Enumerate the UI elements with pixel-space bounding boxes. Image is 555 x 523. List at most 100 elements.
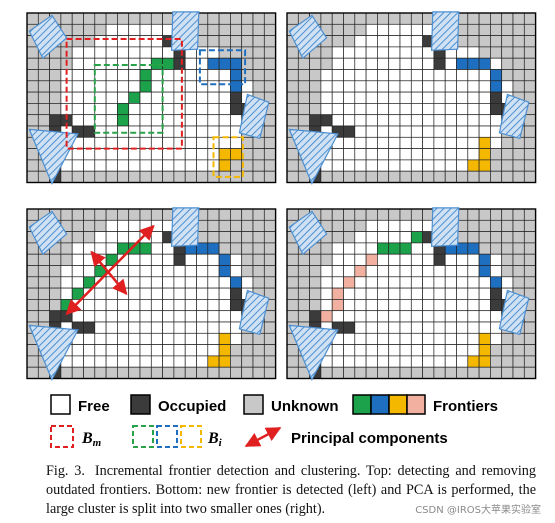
grid-cell-unknown [512, 80, 525, 93]
grid-cell-free [433, 159, 446, 172]
grid-cell-free [117, 344, 130, 357]
grid-cell-free [467, 276, 480, 289]
grid-cell-free [377, 80, 390, 93]
grid-cell-unknown [218, 208, 231, 221]
grid-cell-free [331, 310, 344, 323]
grid-cell-free [467, 310, 480, 323]
grid-cell-occupied [309, 310, 322, 323]
grid-cell-free [117, 80, 130, 93]
grid-cell-free [388, 219, 401, 232]
grid-cell-free [377, 344, 390, 357]
grid-cell-free [94, 321, 107, 334]
grid-cell-free [444, 148, 457, 161]
grid-cell-free [150, 231, 163, 244]
grid-cell-free [173, 114, 186, 127]
grid-cell-unknown [286, 159, 299, 172]
grid-cell-unknown [218, 366, 231, 379]
grid-cell-unknown [26, 310, 39, 323]
grid-cell-unknown [49, 276, 62, 289]
grid-cell-free [433, 310, 446, 323]
grid-cell-unknown [263, 208, 276, 221]
grid-cell-free [399, 287, 412, 300]
grid-cell-unknown [139, 12, 152, 25]
grid-cell-free [139, 23, 152, 36]
grid-cell-unknown [490, 366, 503, 379]
grid-cell-free [444, 332, 457, 345]
grid-cell-free [331, 80, 344, 93]
grid-cell-unknown [501, 35, 514, 48]
grid-cell-free [365, 69, 378, 82]
grid-cell-free [184, 148, 197, 161]
grid-cell-unknown [478, 23, 491, 36]
grid-cell-free [343, 136, 356, 149]
obstacle-bottom-left [288, 324, 339, 382]
grid-cell-free [207, 253, 220, 266]
grid-cell-free [196, 299, 209, 312]
bounding-box-cluster [212, 136, 244, 178]
grid-cell-unknown [309, 253, 322, 266]
grid-cell-free [444, 159, 457, 172]
grid-cell-free [456, 310, 469, 323]
grid-cell-free [343, 299, 356, 312]
grid-cell-free [343, 253, 356, 266]
grid-cell-free [399, 321, 412, 334]
grid-cell-free [444, 91, 457, 104]
grid-cell-unknown [343, 219, 356, 232]
grid-cell-unknown [297, 265, 310, 278]
grid-cell-free [117, 299, 130, 312]
grid-cell-unknown [512, 148, 525, 161]
grid-cell-free [162, 287, 175, 300]
obstacle-right [238, 93, 270, 140]
grid-cell-free [207, 265, 220, 278]
grid-cell-unknown [105, 170, 118, 183]
grid-cell-free [184, 265, 197, 278]
grid-cell-free [105, 299, 118, 312]
grid-cell-free [139, 332, 152, 345]
grid-cell-unknown [241, 23, 254, 36]
grid-cell-free [196, 310, 209, 323]
grid-cell-free [399, 136, 412, 149]
grid-cell-free [399, 253, 412, 266]
grid-cell-occupied [173, 253, 186, 266]
legend-unknown-label: Unknown [271, 398, 339, 415]
grid-cell-unknown [71, 12, 84, 25]
obstacle-bottom-left [28, 324, 79, 382]
grid-cell-unknown [252, 35, 265, 48]
grid-cell-free [410, 253, 423, 266]
legend-bi-label: Bi [207, 430, 223, 449]
grid-cell-free [83, 299, 96, 312]
grid-cell-free [410, 125, 423, 138]
grid-cell-free [467, 69, 480, 82]
grid-cell-free [128, 265, 141, 278]
grid-cell-occupied [83, 321, 96, 334]
grid-cell-unknown [501, 265, 514, 278]
grid-cell-unknown [512, 366, 525, 379]
grid-cell-free [422, 114, 435, 127]
grid-cell-free [377, 91, 390, 104]
grid-cell-free [207, 103, 220, 116]
grid-cell-free [410, 344, 423, 357]
grid-cell-frontier-blue [478, 265, 491, 278]
grid-cell-unknown [331, 366, 344, 379]
grid-cell-free [128, 80, 141, 93]
grid-cell-free [71, 91, 84, 104]
grid-cell-unknown [331, 231, 344, 244]
grid-cell-free [365, 276, 378, 289]
grid-cell-occupied [490, 91, 503, 104]
grid-cell-unknown [252, 242, 265, 255]
grid-cell-free [388, 344, 401, 357]
grid-cell-free [150, 242, 163, 255]
grid-cell-unknown [252, 159, 265, 172]
grid-cell-free [105, 69, 118, 82]
grid-cell-free [433, 148, 446, 161]
grid-cell-frontier-pink [365, 253, 378, 266]
grid-cell-free [365, 219, 378, 232]
grid-cell-free [377, 46, 390, 59]
grid-cell-free [365, 287, 378, 300]
grid-cell-free [218, 91, 231, 104]
grid-cell-unknown [512, 35, 525, 48]
grid-cell-free [478, 80, 491, 93]
grid-cell-free [230, 136, 243, 149]
grid-cell-free [162, 159, 175, 172]
grid-cell-free [128, 310, 141, 323]
